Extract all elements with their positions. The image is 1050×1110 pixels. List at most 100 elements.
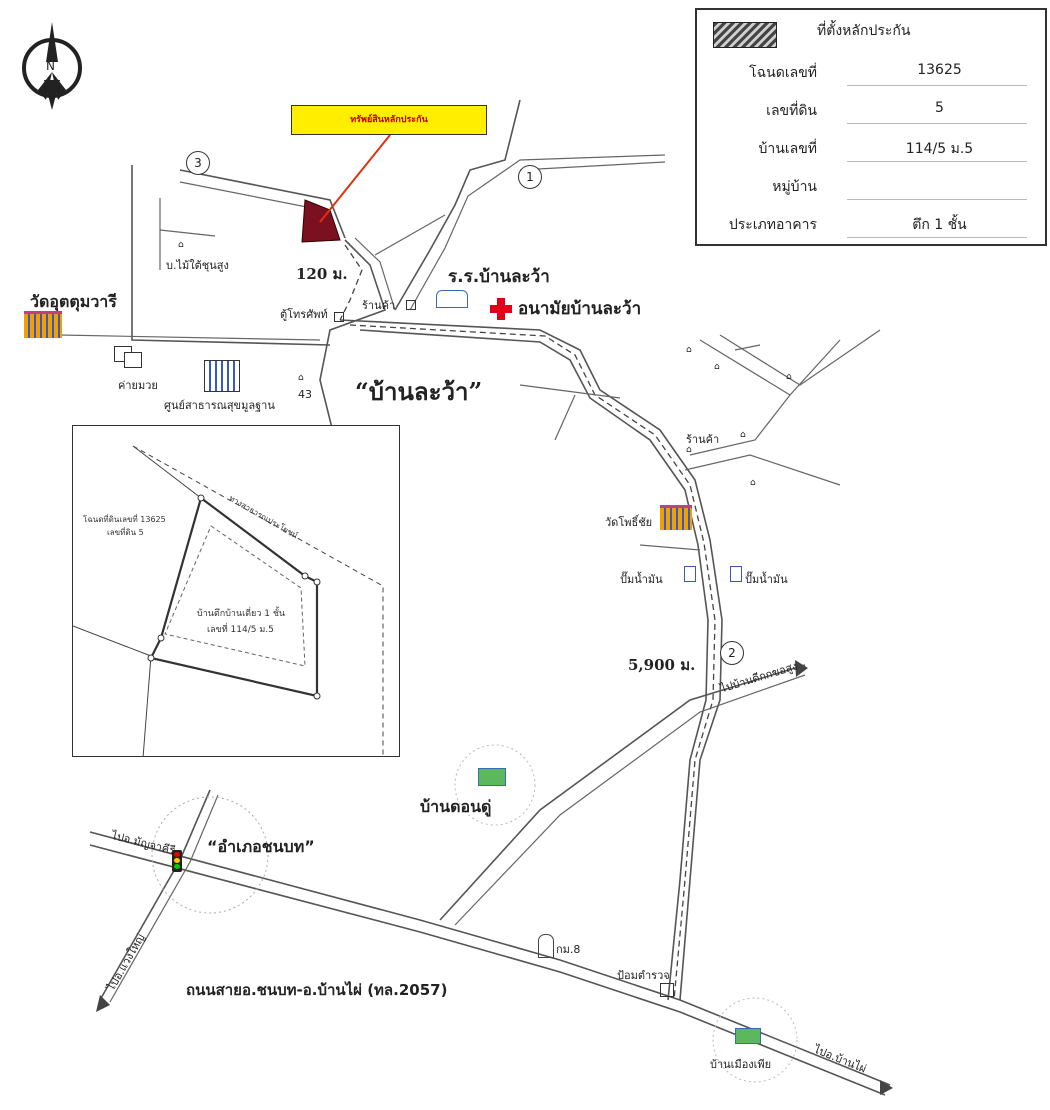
- house-icon: ⌂: [714, 362, 720, 372]
- arrow-icon: [96, 995, 110, 1012]
- road-east-branch: [719, 329, 881, 386]
- road-east-branch: [639, 544, 701, 551]
- road-to-route1: [519, 161, 666, 171]
- label-school: ร.ร.บ้านละว้า: [448, 267, 550, 287]
- label-wat-pho: วัดโพธิ์ชัย: [605, 516, 653, 529]
- red-cross-icon: [490, 298, 512, 320]
- road-central-n: [354, 237, 396, 311]
- temple-icon: [660, 505, 692, 530]
- road-north-segment: [179, 169, 346, 239]
- highway-2057: [89, 831, 891, 1086]
- route-path: [349, 324, 716, 1001]
- house-icon: ⌂: [298, 373, 304, 383]
- distance-far: 5,900 ม.: [628, 656, 696, 674]
- distance-near: 120 ม.: [296, 265, 348, 283]
- label-shop-2: ร้านค้า: [686, 433, 720, 446]
- label-phone-booth: ตู้โทรศัพท์: [280, 308, 328, 321]
- traffic-light-icon: [172, 850, 182, 872]
- legend-value: 5: [935, 100, 944, 116]
- legend-key: หมู่บ้าน: [772, 179, 817, 195]
- gas-pump-icon: [684, 566, 696, 582]
- house-icon: ⌂: [686, 445, 692, 455]
- label-district: “อำเภอชนบท”: [207, 837, 315, 856]
- label-road-name: ถนนสายอ.ชนบท-อ.บ้านไผ่ (ทล.2057): [186, 981, 448, 999]
- legend-table: ที่ตั้งหลักประกัน โฉนดเลขที่ 13625 เลขที…: [695, 8, 1047, 246]
- road-east-branch: [519, 384, 621, 399]
- house-icon: ⌂: [786, 372, 792, 382]
- road-west: [131, 165, 331, 346]
- legend-row: ประเภทอาคาร ตึก 1 ชั้น: [697, 204, 1045, 242]
- compass-icon: [22, 22, 82, 110]
- inset-building-1: บ้านตึกบ้านเดี่ยว 1 ชั้น: [197, 609, 286, 619]
- road-to-route1: [409, 154, 666, 311]
- inset-canvas: [73, 445, 384, 756]
- road-to-ban-dik: [439, 664, 806, 921]
- plot-swatch-icon: [713, 22, 777, 48]
- house-icon: ⌂: [178, 240, 184, 250]
- collateral-callout: ทรัพย์สินหลักประกัน: [291, 105, 487, 135]
- village-icon: [735, 1028, 761, 1044]
- label-shop-1: ร้านค้า: [362, 299, 396, 312]
- road-to-route1: [394, 99, 521, 311]
- label-health: อนามัยบ้านละว้า: [518, 299, 642, 319]
- district-circle: [151, 796, 269, 914]
- village-circle: [712, 997, 798, 1083]
- plot-inset-map: โฉนดที่ดินเลขที่ 13625 เลขที่ดิน 5 ทางสา…: [72, 425, 400, 757]
- arrow-icon: [880, 1080, 893, 1095]
- label-ban-mueang: บ้านเมืองเพีย: [710, 1058, 772, 1071]
- road-east-branch: [689, 394, 791, 456]
- road-east-branch: [734, 344, 761, 351]
- phone-booth-icon: [334, 312, 344, 322]
- label-police: ป้อมตำรวจ: [617, 969, 670, 982]
- label-ban-don: บ้านดอนดู่: [420, 797, 492, 816]
- label-camp: ค่ายมวย: [118, 379, 158, 392]
- road-central-n: [319, 239, 387, 461]
- inset-deed: โฉนดที่ดินเลขที่ 13625: [83, 515, 166, 524]
- label-village: “บ้านละว้า”: [355, 377, 483, 406]
- legend-row: หมู่บ้าน: [697, 166, 1045, 204]
- legend-swatch-label: ที่ตั้งหลักประกัน: [817, 23, 911, 39]
- road-west: [59, 334, 321, 341]
- compass-letter: N: [46, 59, 55, 73]
- arrow-icon: [795, 660, 808, 677]
- building-icon: [124, 352, 142, 368]
- road-main: [339, 319, 723, 1001]
- km-marker-icon: [538, 934, 554, 958]
- road-east-branch: [699, 339, 841, 396]
- legend-row: บ้านเลขที่ 114/5 ม.5: [697, 128, 1045, 166]
- label-health-center: ศูนย์สาธารณสุขมูลฐาน: [164, 399, 275, 412]
- route-number-3: 3: [186, 151, 210, 175]
- label-km: กม.8: [556, 943, 581, 956]
- inset-building-2: เลขที่ 114/5 ม.5: [207, 625, 274, 635]
- legend-value: 114/5 ม.5: [905, 141, 974, 157]
- road-west: [159, 229, 216, 237]
- legend-key: เลขที่ดิน: [766, 103, 817, 119]
- route-number-2: 2: [720, 641, 744, 665]
- label-ban-maitai: บ.ไม้ใต้ชุนสูง: [166, 259, 229, 272]
- label-wat-udom: วัดอุตตุมวารี: [30, 292, 117, 311]
- road-to-waeng: [109, 794, 219, 1003]
- legend-key: โฉนดเลขที่: [749, 65, 817, 81]
- callout-leader: [319, 134, 391, 223]
- temple-icon: [24, 311, 62, 338]
- road-to-route1: [374, 214, 446, 256]
- shop-icon: [406, 300, 416, 310]
- legend-value: 13625: [917, 62, 962, 78]
- house-icon: ⌂: [740, 430, 746, 440]
- route-path: [339, 244, 363, 321]
- road-north-segment: [179, 181, 323, 211]
- police-box-icon: [660, 983, 674, 997]
- road-to-ban-dik: [454, 674, 806, 926]
- road-east-branch: [684, 454, 841, 486]
- house-icon: ⌂: [750, 478, 756, 488]
- legend-value: ตึก 1 ชั้น: [912, 217, 967, 233]
- label-gas-1: ปั๊มน้ำมัน: [620, 573, 663, 586]
- inset-landno: เลขที่ดิน 5: [107, 528, 144, 537]
- route-number-1: 1: [518, 165, 542, 189]
- legend-row: โฉนดเลขที่ 13625: [697, 52, 1045, 90]
- building-icon: [204, 360, 240, 392]
- house-icon: ⌂: [686, 345, 692, 355]
- gas-pump-icon: [730, 566, 742, 582]
- label-gas-2: ปั๊มน้ำมัน: [745, 573, 788, 586]
- legend-key: ประเภทอาคาร: [728, 217, 817, 233]
